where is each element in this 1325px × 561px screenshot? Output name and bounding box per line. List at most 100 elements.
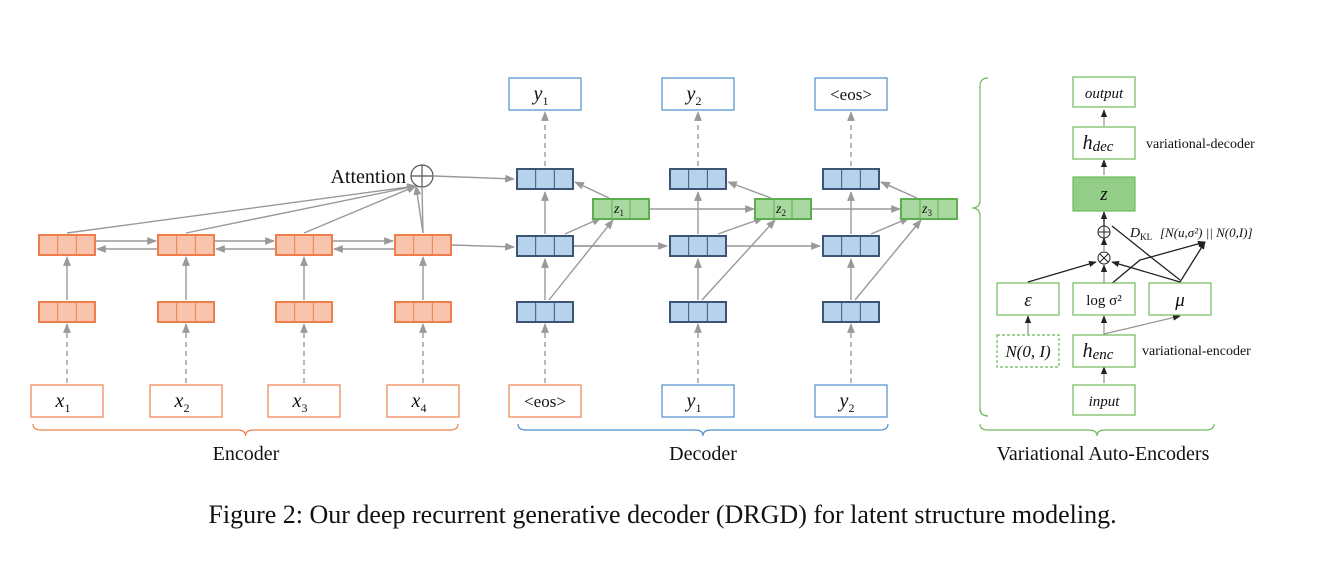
decoder-to-latent-arrow [870,217,910,235]
vae-bracket [979,407,989,417]
decoder-section-label: Decoder [669,443,737,465]
decoder-lower-cell [669,301,727,323]
decoder-to-latent-arrow [717,217,764,235]
encoder-brace [32,423,459,437]
latent-to-decoder-arrow [574,181,610,199]
vae-section-label: Variational Auto-Encoders [997,443,1210,465]
decoder-lower-cell-body [822,301,880,323]
decoder-output-label-sub: 1 [542,94,548,108]
kl-line [1111,225,1181,281]
encoder-lower-cell-body [157,301,215,323]
encoder-input-label-main: x [292,390,302,412]
encoder-upper-cell [275,234,333,256]
decoder-output-box [508,77,582,111]
decoder-middle-cell-body [822,235,880,257]
kl-label-main: D [1129,226,1140,241]
kl-label-sub: KL [1140,232,1152,242]
kl-expression-main: [N(u,σ²) || N(0,I)] [1160,225,1253,240]
vae-logsigma-label-main: log σ² [1086,293,1122,309]
decoder-input-box [661,384,735,418]
decoder-middle-cell-body [516,235,574,257]
decoder-output-label-main: y [685,83,696,105]
latent-node [592,198,650,220]
latent-label-sub: 1 [619,208,624,218]
encoder-input-label-sub: 1 [64,401,70,415]
decoder-section-label-main: Decoder [669,443,737,465]
latent-label: z3 [921,202,932,218]
encoder-input-label-sub: 4 [420,401,426,415]
encoder-input-label-sub: 3 [301,401,307,415]
decoder-middle-cell-body [669,235,727,257]
decoder-middle-cell [822,235,880,257]
vae-brace [979,423,1215,437]
encoder-upper-cell-body [394,234,452,256]
vae-mu-label: μ [1174,290,1185,311]
latent-label-sub: 2 [781,208,786,218]
vae-input-label: input [1089,394,1121,410]
vae-henc-box [1072,334,1136,368]
vae-henc-note-main: variational-encoder [1142,344,1251,359]
vae-input-box [1072,384,1136,416]
vae-arrow [1103,314,1181,335]
encoder-input-label-main: x [411,390,421,412]
decoder-lower-cell-body [669,301,727,323]
encoder-section-label: Encoder [213,443,280,465]
decoder-input-label: y1 [685,390,702,415]
decoder-input-label-main: <eos> [524,392,566,411]
vae-noise-box [996,334,1060,368]
latent-to-decoder-arrow [727,181,772,199]
vae-output-label: output [1085,86,1124,102]
encoder-upper-cell-body [38,234,96,256]
encoder-input-label: x4 [411,390,427,415]
vae-logsigma-label: log σ² [1086,293,1122,309]
encoder-to-decoder-arrow [451,242,515,251]
vae-noise-label-main: N(0, I) [1004,342,1051,361]
decoder-input-label-sub: 2 [848,401,854,415]
vae-arrow [1111,260,1181,283]
encoder-lower-cell-body [275,301,333,323]
vae-henc-note: variational-encoder [1142,344,1251,359]
decoder-output-box [814,77,888,111]
encoder-input-label: x1 [55,390,71,415]
latent-label-sub: 3 [927,208,932,218]
kl-expression: [N(u,σ²) || N(0,I)] [1160,225,1253,240]
vae-hdec-label-main: h [1083,132,1093,154]
vae-z-box [1072,176,1136,212]
decoder-input-label-sub: 1 [695,401,701,415]
latent-node-body [900,198,958,220]
vae-henc-label: henc [1083,340,1114,363]
decoder-to-latent-arrow [701,219,776,301]
connection-arrows [32,77,1215,437]
decoder-to-latent-arrow [564,217,602,235]
nodes [30,76,1212,418]
vae-hdec-note: variational-decoder [1146,137,1255,152]
encoder-section-label-main: Encoder [213,443,280,465]
decoder-input-label: y2 [838,390,855,415]
encoder-lower-cell [275,301,333,323]
encoder-input-label-main: x [55,390,65,412]
kl-arrow [1103,240,1206,291]
encoder-lower-cell [157,301,215,323]
decoder-lower-cell-body [516,301,574,323]
decoder-top-cell [516,168,574,190]
encoder-input-label-main: x [174,390,184,412]
encoder-upper-cell [394,234,452,256]
kl-arrow [1179,241,1206,283]
decoder-input-box [814,384,888,418]
vae-hdec-note-main: variational-decoder [1146,137,1255,152]
decoder-input-label: <eos> [524,392,566,411]
latent-node-body [592,198,650,220]
encoder-input-label-sub: 2 [183,401,189,415]
decoder-top-cell-body [516,168,574,190]
encoder-upper-cell [157,234,215,256]
vae-henc-label-main: h [1083,340,1093,362]
encoder-input-box [30,384,104,418]
vae-section-label-main: Variational Auto-Encoders [997,443,1210,465]
latent-label-main: z [613,202,620,217]
vae-logsigma-box [1072,282,1136,316]
decoder-output-label-main: y [532,83,543,105]
decoder-middle-cell [669,235,727,257]
vae-times-b [1099,253,1109,263]
